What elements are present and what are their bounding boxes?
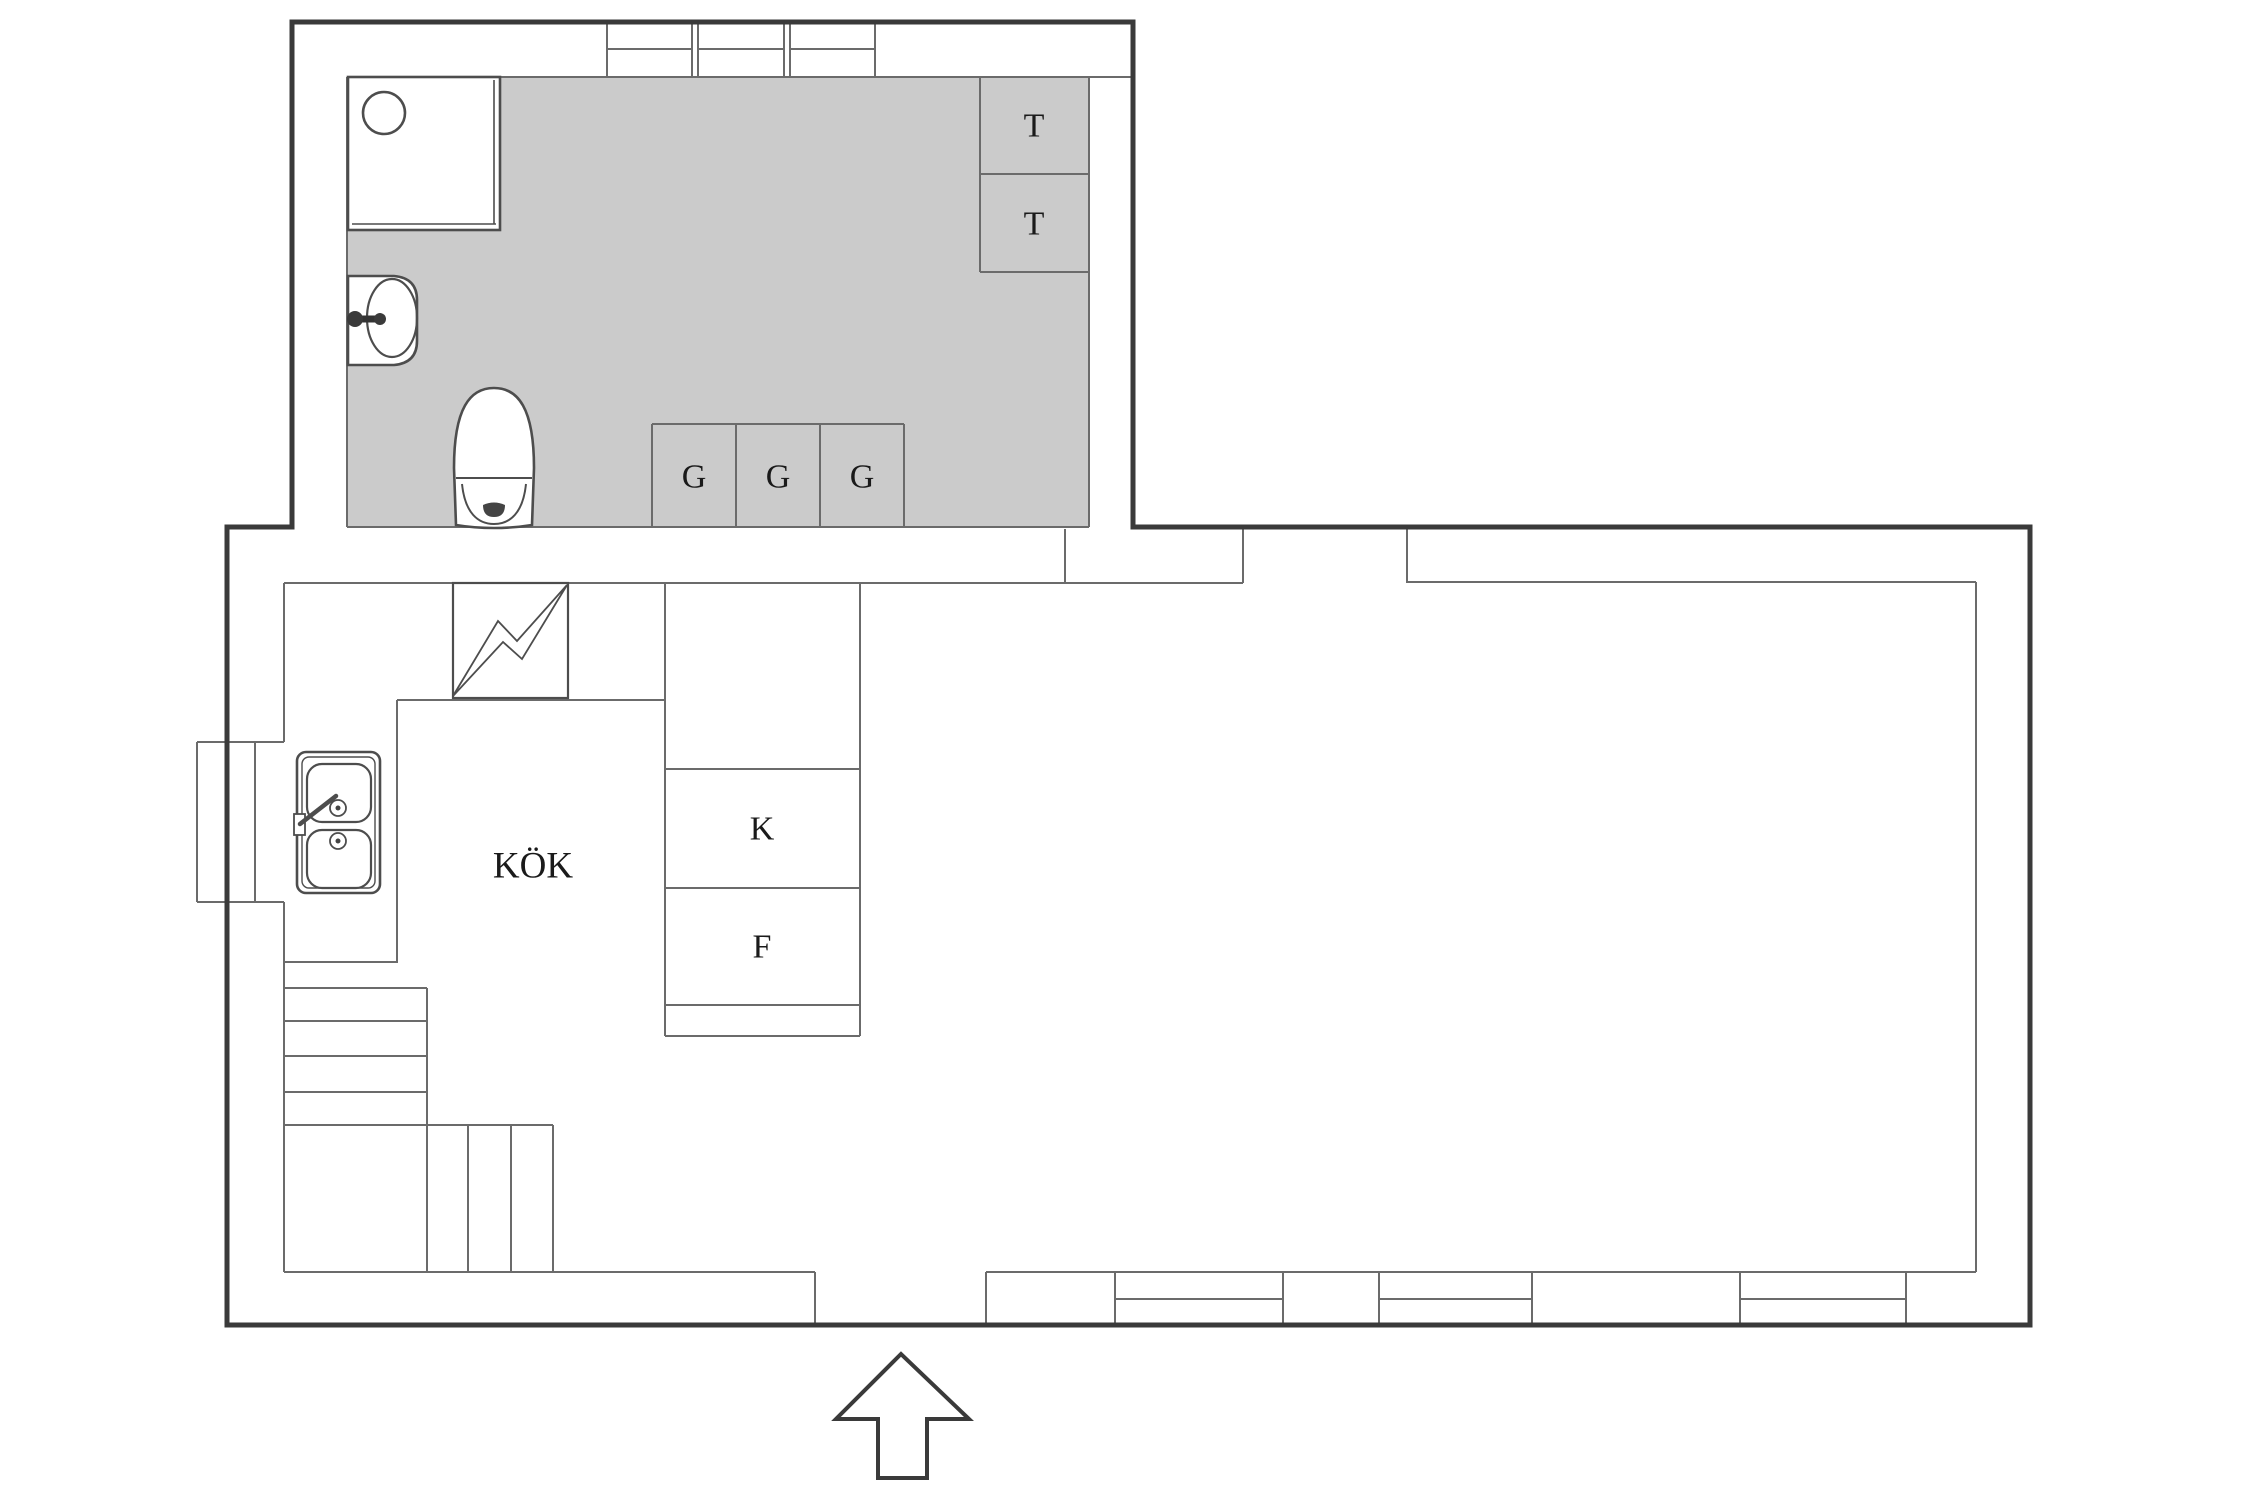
- kitchen-sink-drain-bottom-dot: [335, 838, 341, 844]
- toilet-seat-curve: [461, 483, 527, 526]
- north-wall-inner-face: [284, 527, 1976, 584]
- shower: [346, 75, 502, 232]
- g-closet-1-label: G: [682, 459, 707, 496]
- g-closet-2-label: G: [766, 459, 791, 496]
- kitchen-sink: [293, 750, 382, 895]
- interior-lines: [196, 22, 1977, 1325]
- t-closet-bottom-label: T: [1024, 206, 1045, 243]
- freezer-label: F: [753, 929, 772, 966]
- main-outer-wall: [224, 524, 2033, 1328]
- kitchen-counter-outline: [283, 699, 665, 963]
- shower-tray: [346, 75, 502, 232]
- tower-outer-wall: [289, 19, 1136, 530]
- kitchen-sink-basin-top: [305, 762, 373, 824]
- electrical-panel: [451, 581, 570, 700]
- toilet-bowl: [452, 386, 536, 530]
- lightning-bolt-icon: [452, 584, 568, 697]
- fridge-label: K: [750, 811, 775, 848]
- t-closet-top-label: T: [1024, 108, 1045, 145]
- bathroom-top-windows: [606, 22, 876, 77]
- bathroom-sink: [346, 274, 419, 367]
- fridge-freezer-cabinet-outline: [664, 583, 861, 1037]
- g-closet-3-label: G: [850, 459, 875, 496]
- shower-tray-inner-edge: [352, 80, 496, 225]
- bathroom-sink-faucet-spout: [374, 313, 386, 325]
- bathroom-sink-faucet-knob: [347, 311, 363, 327]
- kitchen-sink-basin-bottom: [305, 828, 373, 890]
- shower-drain-icon: [361, 90, 407, 136]
- kitchen-sink-drain-top: [329, 799, 347, 817]
- labels: T T G G G K F KÖK: [493, 108, 1045, 966]
- kitchen-sink-drain-bottom: [329, 832, 347, 850]
- kitchen-room-label: KÖK: [493, 846, 573, 887]
- outer-walls: [224, 19, 2033, 1328]
- fixtures: [293, 75, 570, 895]
- toilet: [452, 386, 536, 530]
- t-closets-outline: [979, 77, 1089, 273]
- toilet-flush-button: [483, 502, 505, 517]
- staircase: [283, 987, 554, 1272]
- entrance-arrow-icon: [831, 1351, 974, 1480]
- g-closets-outline: [651, 423, 905, 527]
- kitchen-sink-drain-top-dot: [335, 805, 341, 811]
- west-window: [196, 741, 284, 903]
- kitchen-faucet-arm: [297, 793, 339, 827]
